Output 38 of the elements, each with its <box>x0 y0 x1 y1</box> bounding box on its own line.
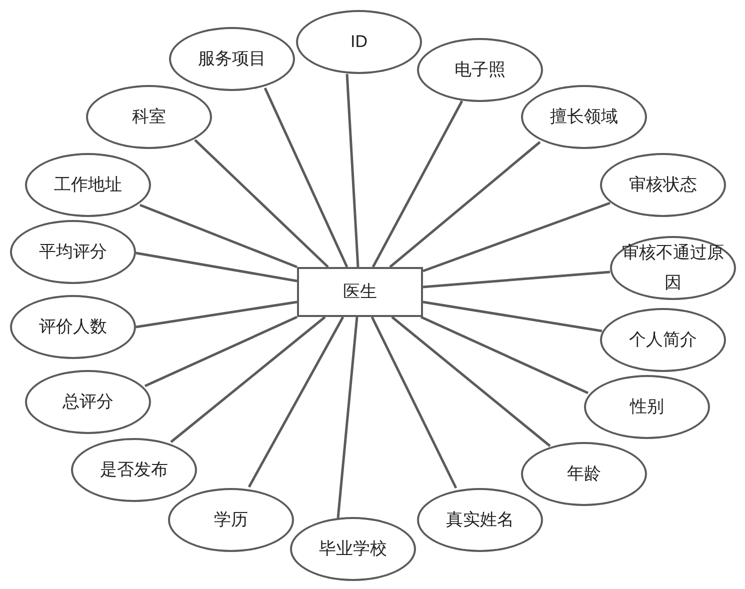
connector-line <box>422 202 610 272</box>
attribute-name: 毕业学校 <box>319 538 387 560</box>
attribute-name: 学历 <box>214 509 248 531</box>
connector-line <box>346 74 360 268</box>
connector-line <box>370 316 458 489</box>
attribute-name: 总评分 <box>62 391 114 413</box>
attribute-name: 平均评分 <box>39 241 107 263</box>
connector-line <box>194 139 329 268</box>
attribute-name: 擅长领域 <box>550 106 618 128</box>
attribute-name: 服务项目 <box>198 48 266 70</box>
connector-line <box>391 316 551 447</box>
entity-name: 医生 <box>343 281 377 303</box>
attribute-name: 工作地址 <box>54 174 122 196</box>
attribute-name: 电子照 <box>454 59 506 81</box>
connector-line <box>336 316 358 518</box>
entity-box <box>297 267 423 317</box>
connector-line <box>420 316 589 394</box>
connector-line <box>136 252 298 282</box>
connector-line <box>389 141 541 268</box>
connector-line <box>372 100 464 268</box>
connector-line <box>144 316 298 388</box>
attribute-name: 个人简介 <box>629 329 697 351</box>
attribute-name: ID <box>350 31 368 53</box>
connector-line <box>264 87 348 268</box>
connector-line <box>170 316 326 443</box>
attribute-name: 性别 <box>630 396 664 418</box>
attribute-name: 科室 <box>132 106 166 128</box>
connector-line <box>422 270 610 288</box>
attribute-name: 审核状态 <box>629 174 697 196</box>
connector-line <box>248 316 344 488</box>
attribute-name: 真实姓名 <box>446 509 514 531</box>
attribute-name: 年龄 <box>567 463 601 485</box>
connector-line <box>140 204 298 268</box>
connector-line <box>422 300 602 332</box>
attribute-name: 评价人数 <box>39 316 107 338</box>
attribute-name: 是否发布 <box>100 459 168 481</box>
attribute-name: 审核不通过原因 <box>621 242 725 294</box>
connector-line <box>136 300 298 328</box>
